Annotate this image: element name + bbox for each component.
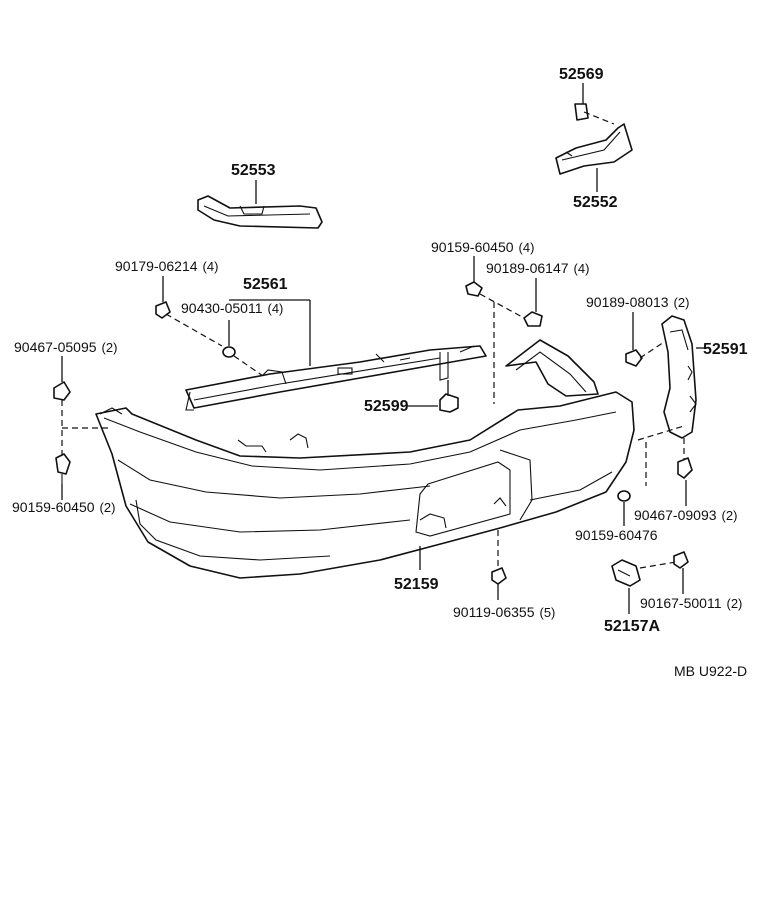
- label-52553: 52553: [231, 162, 276, 179]
- label-52591: 52591: [703, 341, 748, 358]
- label-90159-60450-top: 90159-60450(4): [431, 239, 534, 255]
- label-52561: 52561: [243, 276, 288, 293]
- label-52552: 52552: [573, 194, 618, 211]
- label-52569: 52569: [559, 66, 604, 83]
- label-90159-60476: 90159-60476: [575, 527, 658, 543]
- label-90189-06147: 90189-06147(4): [486, 260, 589, 276]
- label-90119-06355: 90119-06355(5): [453, 604, 555, 620]
- part-52553-molding: [197, 195, 323, 229]
- bolt-90159-60450-left: [55, 453, 71, 484]
- bolt-90167-50011: [673, 551, 689, 569]
- label-90179-06214: 90179-06214(4): [115, 258, 218, 274]
- part-52552-molding: [555, 123, 633, 175]
- label-52599: 52599: [364, 398, 409, 415]
- label-90430-05011: 90430-05011(4): [181, 300, 283, 316]
- nut-90159-60476: [617, 490, 631, 502]
- label-52159: 52159: [394, 576, 439, 593]
- label-52157A: 52157A: [604, 618, 660, 635]
- label-90159-60450-left: 90159-60450(2): [12, 499, 115, 515]
- label-90189-08013: 90189-08013(2): [586, 294, 689, 310]
- part-52569-pad: [574, 103, 589, 121]
- retainer-90189-08013: [625, 349, 643, 367]
- part-52591-side-support: [661, 315, 697, 439]
- retainer-90189-06147: [523, 311, 543, 327]
- nut-90159-60450-top: [465, 281, 483, 297]
- label-90167-50011: 90167-50011(2): [640, 595, 742, 611]
- clip-90467-09093: [677, 457, 693, 479]
- washer-90430-05011: [222, 346, 236, 358]
- clip-90467-05095: [53, 381, 71, 401]
- part-52159-bumper-cover: [95, 339, 635, 579]
- label-90467-09093: 90467-09093(2): [634, 507, 737, 523]
- part-52599-bracket: [439, 380, 459, 413]
- part-52157A-bracket: [611, 559, 641, 587]
- screw-90119-06355: [491, 567, 507, 600]
- label-90467-05095: 90467-05095(2): [14, 339, 117, 355]
- part-52561-reinforcement: [185, 345, 487, 411]
- diagram-code: MB U922-D: [674, 663, 747, 679]
